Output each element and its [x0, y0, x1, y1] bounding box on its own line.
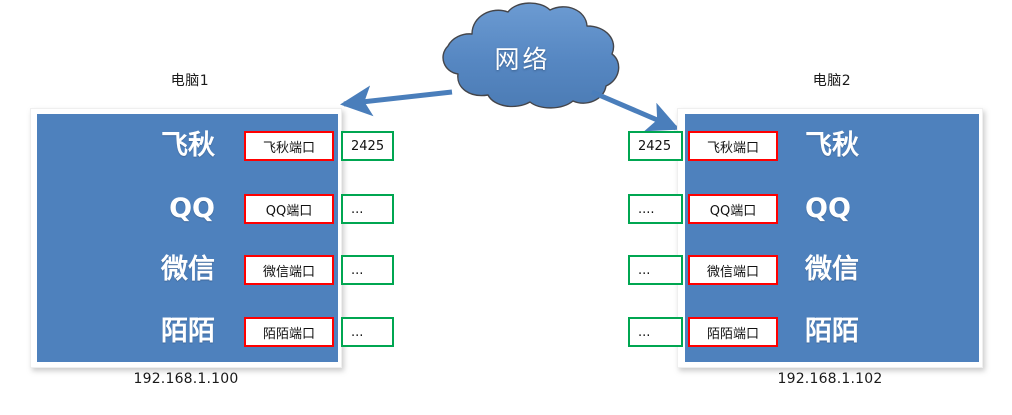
computer-1-app-name-2: 微信 — [161, 254, 215, 285]
computer-1-port-box-1: QQ端口 — [244, 194, 334, 224]
computer-1-port-box-3: 陌陌端口 — [244, 317, 334, 347]
computer-1-port-box-0: 飞秋端口 — [244, 131, 334, 161]
computer-1-port-box-2: 微信端口 — [244, 255, 334, 285]
computer-1-title: 电脑1 — [170, 73, 210, 89]
computer-1-port-value-3: ... — [341, 317, 394, 347]
computer-1-ip-label: 192.168.1.100 — [133, 371, 239, 387]
computer-2-port-value-2: ... — [628, 255, 683, 285]
computer-2-port-value-1: .... — [628, 194, 683, 224]
network-cloud — [420, 2, 625, 112]
computer-1-port-value-2: ... — [341, 255, 394, 285]
computer-2-title: 电脑2 — [812, 73, 852, 89]
computer-1-app-name-1: QQ — [169, 193, 215, 224]
computer-2-app-name-1: QQ — [805, 193, 851, 224]
computer-2-app-name-0: 飞秋 — [805, 130, 859, 161]
computer-1-port-value-0: 2425 — [341, 131, 394, 161]
computer-1-port-value-1: ... — [341, 194, 394, 224]
computer-2-app-name-3: 陌陌 — [805, 316, 859, 347]
computer-1-app-name-0: 飞秋 — [161, 130, 215, 161]
computer-2-port-value-0: 2425 — [628, 131, 683, 161]
computer-2-app-name-2: 微信 — [805, 254, 859, 285]
computer-2-port-box-2: 微信端口 — [688, 255, 778, 285]
computer-2-port-value-3: ... — [628, 317, 683, 347]
computer-2-ip-label: 192.168.1.102 — [777, 371, 883, 387]
computer-2-port-box-0: 飞秋端口 — [688, 131, 778, 161]
cloud-shape — [442, 2, 620, 109]
computer-2-port-box-3: 陌陌端口 — [688, 317, 778, 347]
computer-1-app-name-3: 陌陌 — [161, 316, 215, 347]
computer-2-port-box-1: QQ端口 — [688, 194, 778, 224]
